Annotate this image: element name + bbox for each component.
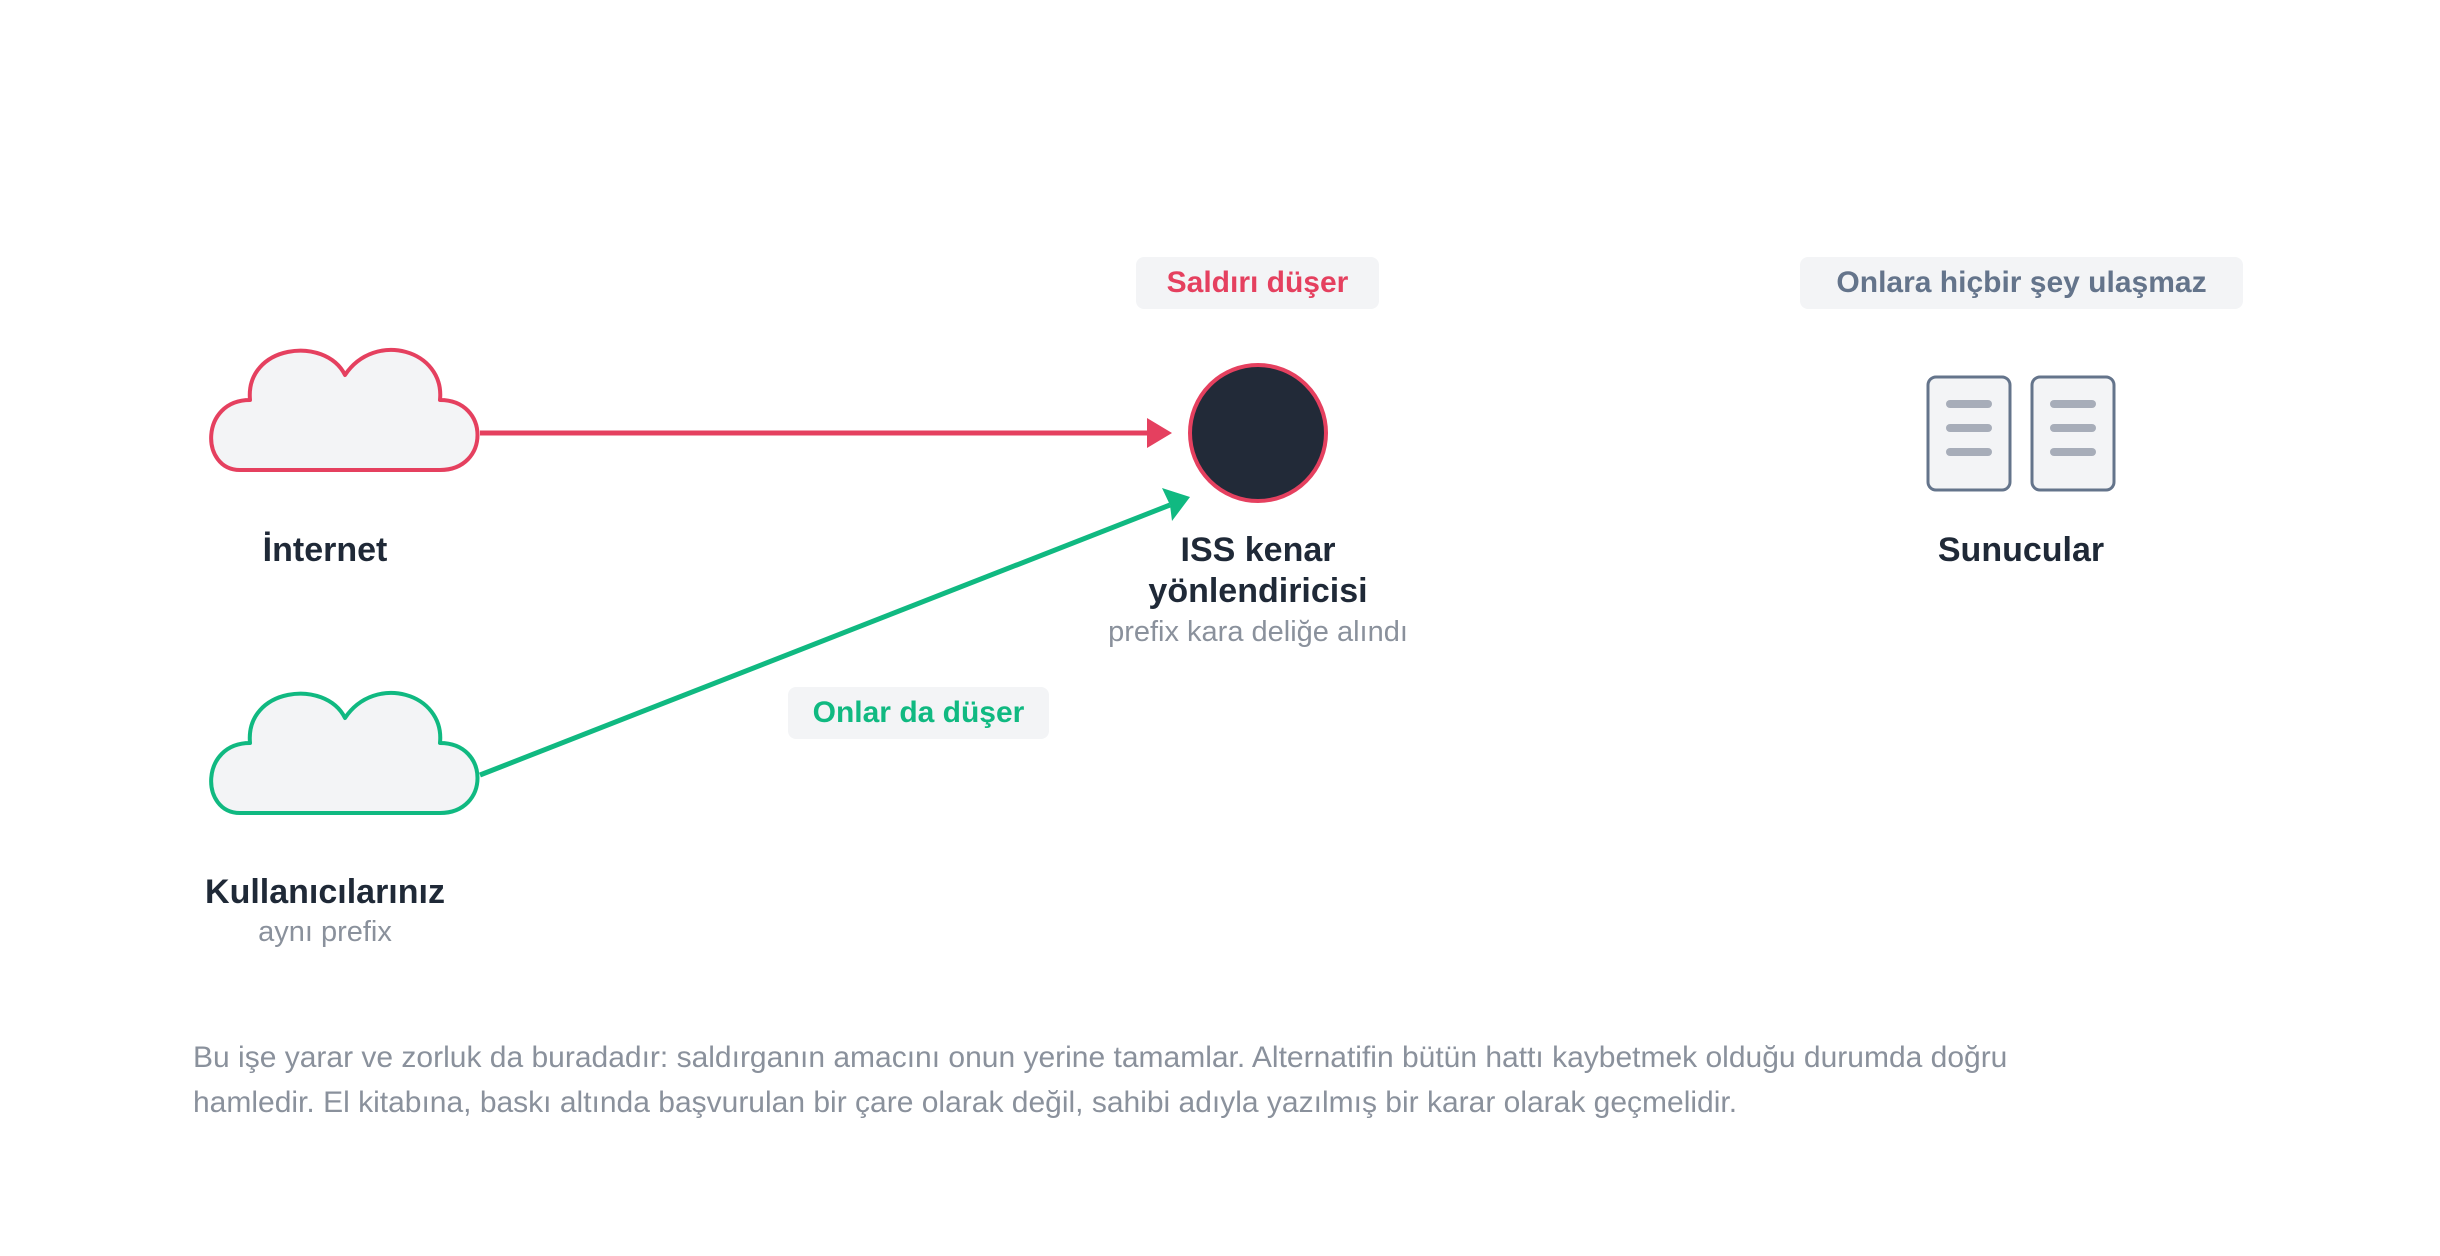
user-arrowhead xyxy=(1162,488,1190,521)
attack-arrowhead xyxy=(1147,418,1172,448)
servers-icon xyxy=(1926,375,2116,492)
nothing-reaches-badge: Onlara hiçbir şey ulaşmaz xyxy=(1800,257,2243,309)
internet-cloud-icon xyxy=(209,348,480,472)
attack-drops-badge: Saldırı düşer xyxy=(1136,257,1379,309)
users-label: Kullanıcılarınız xyxy=(205,873,445,911)
router-label-line2: yönlendiricisi xyxy=(1148,572,1368,610)
internet-label: İnternet xyxy=(262,531,388,569)
user-traffic-arrow xyxy=(479,502,1171,778)
users-cloud-icon xyxy=(209,691,480,815)
router-blackhole-icon xyxy=(1188,363,1328,503)
users-drop-too-badge: Onlar da düşer xyxy=(788,687,1049,739)
servers-label: Sunucular xyxy=(1937,531,2105,569)
router-sublabel: prefix kara deliğe alındı xyxy=(1108,616,1408,648)
router-label-line1: ISS kenar xyxy=(1180,531,1336,569)
caption-paragraph: Bu işe yarar ve zorluk da buradadır: sal… xyxy=(193,1041,2008,1119)
users-sublabel: aynı prefix xyxy=(258,916,392,948)
